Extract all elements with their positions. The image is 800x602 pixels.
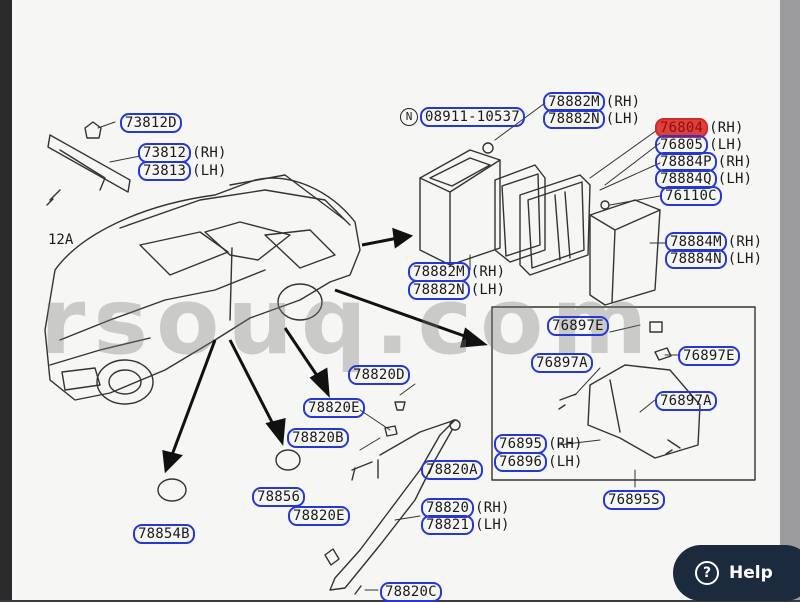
- part-number[interactable]: 78820B: [287, 428, 349, 448]
- part-label[interactable]: 78884P(RH): [655, 152, 752, 172]
- part-number[interactable]: 73812D: [120, 113, 182, 133]
- part-label[interactable]: 78820D: [348, 365, 411, 385]
- part-label[interactable]: 78821(LH): [421, 515, 510, 535]
- part-number[interactable]: 78854B: [133, 524, 195, 544]
- monitor-bezel-left: [0, 0, 14, 600]
- diagram-screen: [12, 0, 780, 600]
- part-number[interactable]: 76110C: [660, 186, 722, 206]
- circle-n-marker: N: [400, 108, 418, 126]
- molding-strip: [47, 134, 131, 193]
- question-circle-icon: ?: [695, 561, 719, 585]
- part-label[interactable]: 78854B: [133, 524, 196, 544]
- part-label[interactable]: 73812(RH): [138, 143, 227, 163]
- arrow-to-plug-b: [170, 339, 217, 456]
- part-label[interactable]: 78884M(RH): [665, 232, 762, 252]
- part-number[interactable]: 78882M: [543, 92, 605, 112]
- screw-topleft: [46, 189, 61, 206]
- part-label[interactable]: 73812D: [120, 113, 183, 133]
- part-label[interactable]: 76805(LH): [655, 135, 744, 155]
- part-label[interactable]: 76895S: [603, 490, 666, 510]
- part-label[interactable]: 78820B: [287, 428, 350, 448]
- part-number[interactable]: 78884N: [665, 249, 727, 269]
- part-label[interactable]: 78820(RH): [421, 498, 510, 518]
- part-number[interactable]: 78882N: [543, 109, 605, 129]
- part-label[interactable]: 78884Q(LH): [655, 169, 752, 189]
- part-number[interactable]: 78882M: [408, 262, 470, 282]
- part-number-highlighted[interactable]: 76804: [655, 118, 709, 138]
- splash-guard-housing: [419, 142, 661, 306]
- part-label[interactable]: 76110C: [660, 186, 723, 206]
- part-number[interactable]: 78884M: [665, 232, 727, 252]
- part-label[interactable]: 78820E: [288, 506, 351, 526]
- part-label[interactable]: 78820C: [380, 582, 443, 602]
- part-number[interactable]: 76897A: [655, 391, 717, 411]
- part-label[interactable]: 78820A: [421, 460, 484, 480]
- car-illustration: [44, 174, 361, 405]
- plug-78856: [275, 449, 301, 471]
- part-label[interactable]: 78884N(LH): [665, 249, 762, 269]
- watermark-text: rsouq.com: [40, 268, 656, 375]
- part-label[interactable]: 78856: [252, 487, 306, 507]
- arrow-to-plug-a: [228, 339, 277, 429]
- part-label[interactable]: 78820E: [303, 398, 366, 418]
- part-number[interactable]: 76805: [655, 135, 709, 155]
- clip-73812d: [84, 121, 102, 139]
- arrow-to-housing: [361, 236, 399, 247]
- help-button-label: Help: [729, 563, 773, 583]
- part-label[interactable]: 76804(RH): [655, 118, 744, 138]
- part-label[interactable]: 76896(LH): [494, 452, 583, 472]
- help-button[interactable]: ? Help: [673, 545, 800, 601]
- part-number[interactable]: 78820D: [348, 365, 410, 385]
- plug-78854b: [157, 478, 187, 502]
- part-number[interactable]: 76895S: [603, 490, 665, 510]
- part-number[interactable]: 08911-10537: [420, 107, 525, 127]
- part-label[interactable]: 78882M(RH): [408, 262, 505, 282]
- part-label[interactable]: 08911-10537: [420, 107, 526, 127]
- part-label[interactable]: 73813(LH): [138, 161, 227, 181]
- part-number[interactable]: 73813: [138, 161, 192, 181]
- part-number[interactable]: 76895: [494, 434, 548, 454]
- screen-edge-shade: [780, 0, 800, 600]
- part-number[interactable]: 78820A: [421, 460, 483, 480]
- rocker-trim: [324, 401, 461, 595]
- part-number[interactable]: 78882N: [408, 280, 470, 300]
- part-label[interactable]: 76897E: [547, 316, 610, 336]
- part-number[interactable]: 78821: [421, 515, 475, 535]
- part-number[interactable]: 76897A: [531, 353, 593, 373]
- part-label[interactable]: 76897A: [655, 391, 718, 411]
- part-number[interactable]: 76896: [494, 452, 548, 472]
- arrow-to-kit: [334, 288, 471, 340]
- kit-outline-box: [491, 306, 756, 481]
- arrow-to-trim: [283, 327, 322, 381]
- part-number[interactable]: 76897E: [678, 346, 740, 366]
- part-number[interactable]: 76897E: [547, 316, 609, 336]
- part-label[interactable]: 76895(RH): [494, 434, 583, 454]
- part-number[interactable]: 78856: [252, 487, 306, 507]
- part-number[interactable]: 78884P: [655, 152, 717, 172]
- part-number[interactable]: 73812: [138, 143, 192, 163]
- part-number[interactable]: 78820E: [288, 506, 350, 526]
- reference-label: 12A: [48, 232, 74, 248]
- part-number[interactable]: 78820E: [303, 398, 365, 418]
- part-label[interactable]: 78882N(LH): [408, 280, 505, 300]
- part-number[interactable]: 78820: [421, 498, 475, 518]
- part-label[interactable]: 78882M(RH): [543, 92, 640, 112]
- part-label[interactable]: 76897A: [531, 353, 594, 373]
- part-label[interactable]: 78882N(LH): [543, 109, 640, 129]
- part-label[interactable]: 76897E: [678, 346, 741, 366]
- mud-flap: [558, 321, 701, 459]
- part-number[interactable]: 78820C: [380, 582, 442, 602]
- part-number[interactable]: 78884Q: [655, 169, 717, 189]
